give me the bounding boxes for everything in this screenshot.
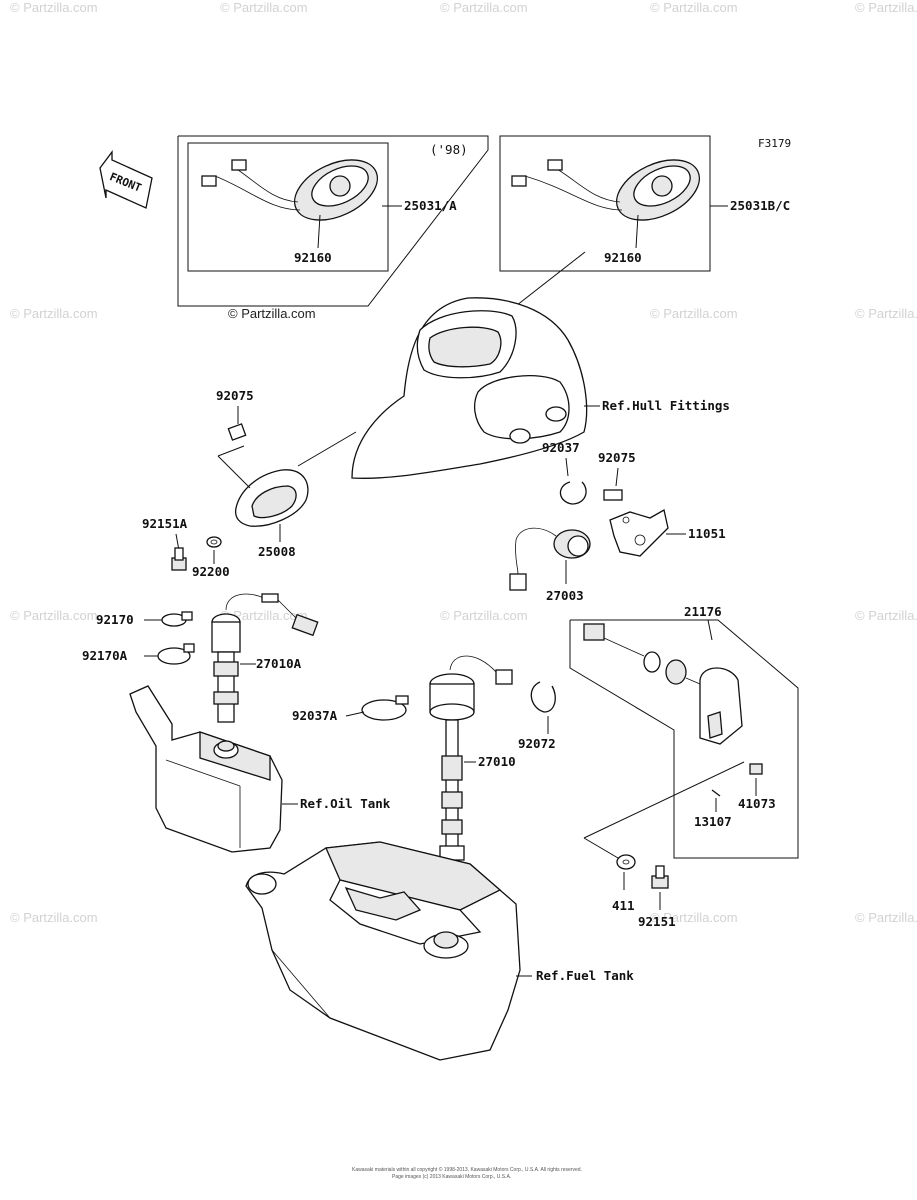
washer-92200: 92200: [192, 536, 230, 579]
bolt-92151a: 92151A: [142, 516, 188, 571]
watermark: © Partzilla.com: [10, 0, 98, 15]
clip-41073: 41073: [738, 763, 776, 811]
ref-fuel-tank: Ref.Fuel Tank: [536, 968, 634, 983]
part-label-92151: 92151: [638, 914, 676, 929]
switch-21176: [583, 623, 743, 745]
watermark-layer: © Partzilla.com © Partzilla.com © Partzi…: [10, 0, 917, 925]
part-label-27003: 27003: [546, 588, 584, 603]
clamp-92170: 92170: [96, 611, 193, 627]
oil-tank: Ref.Oil Tank: [129, 685, 391, 853]
part-label-25031a: 25031/A: [404, 198, 457, 213]
copyright-mark: © Partzilla.com: [228, 306, 316, 321]
ref-hull-fittings: Ref.Hull Fittings: [602, 398, 730, 413]
part-label-92037a: 92037A: [292, 708, 338, 723]
part-label-92160-right: 92160: [604, 250, 642, 265]
part-label-25008: 25008: [258, 544, 296, 559]
part-label-92151a: 92151A: [142, 516, 188, 531]
bolt-92151: 92151: [638, 865, 676, 929]
inset-box-switch: 21176: [569, 604, 799, 859]
ref-oil-tank: Ref.Oil Tank: [300, 796, 391, 811]
gauge-27010a: 27010A: [211, 593, 319, 723]
inset-box-right: 25031B/C 92160: [461, 135, 790, 349]
watermark: © Partzilla.com: [220, 0, 308, 15]
bracket-11051: 11051: [609, 508, 726, 557]
part-label-41073: 41073: [738, 796, 776, 811]
part-label-411: 411: [612, 898, 635, 913]
watermark: © Partzilla.com: [10, 608, 98, 623]
fuel-tank: Ref.Fuel Tank: [245, 841, 634, 1061]
watermark: © Partzilla.com: [440, 0, 528, 15]
inset-box-left: ('98) 25031/A 92160: [177, 135, 489, 307]
clip-92037: 92037: [542, 440, 587, 505]
part-label-11051: 11051: [688, 526, 726, 541]
watermark: © Partzilla.com: [855, 306, 917, 321]
watermark: © Partzilla.com: [855, 910, 917, 925]
meter-assembly-left: [201, 159, 379, 249]
part-label-92037: 92037: [542, 440, 580, 455]
part-label-92170a: 92170A: [82, 648, 128, 663]
bracket-25008: 92075 25008: [216, 388, 357, 559]
part-label-21176: 21176: [684, 604, 722, 619]
watermark: © Partzilla.com: [10, 910, 98, 925]
part-label-92160-left: 92160: [294, 250, 332, 265]
footer-line: Kawasaki materials within all copyright …: [352, 1166, 582, 1173]
watermark: © Partzilla.com: [220, 608, 308, 623]
watermark: © Partzilla.com: [650, 0, 738, 15]
clamp-92170a: 92170A: [82, 643, 195, 665]
watermark: © Partzilla.com: [650, 910, 738, 925]
clip-92072: 92072: [518, 681, 556, 751]
part-label-27010a: 27010A: [256, 656, 302, 671]
year-note: ('98): [430, 142, 468, 157]
part-label-13107: 13107: [694, 814, 732, 829]
watermark: © Partzilla.com: [855, 608, 917, 623]
pad-92075: 92075: [598, 450, 636, 501]
meter-assembly-right: [511, 159, 701, 249]
washer-411: 411: [583, 837, 636, 913]
part-label-92075-left: 92075: [216, 388, 254, 403]
sensor-27003: 27003: [509, 527, 591, 603]
part-label-25031bc: 25031B/C: [730, 198, 790, 213]
part-label-92075-right: 92075: [598, 450, 636, 465]
gauge-27010: 27010: [429, 655, 516, 861]
part-label-92072: 92072: [518, 736, 556, 751]
watermark: © Partzilla.com: [440, 608, 528, 623]
pin-13107: 13107: [694, 789, 732, 829]
watermark: © Partzilla.com: [10, 306, 98, 321]
watermark: © Partzilla.com: [650, 306, 738, 321]
front-arrow-icon: FRONT: [99, 150, 153, 209]
watermark: © Partzilla.com: [855, 0, 917, 15]
part-label-92170: 92170: [96, 612, 134, 627]
figure-code: F3179: [758, 137, 791, 150]
clamp-92037a: 92037A: [292, 695, 409, 723]
part-label-27010: 27010: [478, 754, 516, 769]
part-label-92200: 92200: [192, 564, 230, 579]
footer-line: Page images (c) 2013 Kawasaki Motors Cor…: [392, 1174, 511, 1180]
hull-dash-cover: Ref.Hull Fittings: [351, 297, 730, 479]
